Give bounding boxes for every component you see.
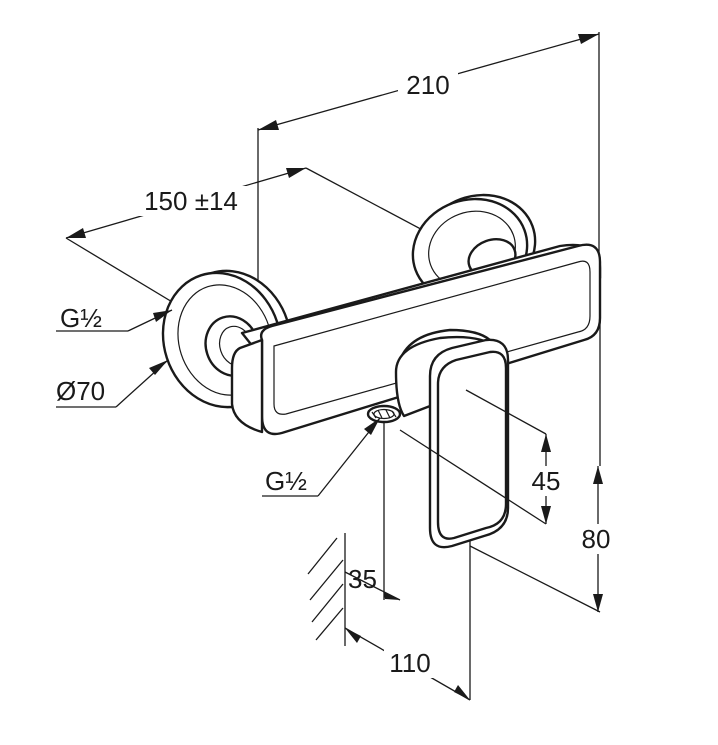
dimension-center-distance: 150 ±14	[65, 167, 495, 339]
dimension-label-150: 150 ±14	[144, 186, 238, 216]
dimension-lever-height: 45	[399, 389, 564, 525]
dimension-projection: 110	[344, 540, 471, 701]
outlet-thread-label: G½	[265, 466, 307, 496]
dimension-overall-width: 210	[257, 32, 600, 372]
dimension-rosette-diameter: Ø70	[56, 359, 169, 408]
dimension-label-35: 35	[348, 564, 377, 594]
outlet-thread	[366, 404, 402, 424]
dimension-label-110: 110	[389, 648, 430, 678]
dimension-label-210: 210	[406, 70, 449, 100]
dimension-wall-to-outlet: 35	[344, 422, 401, 601]
dimension-label-45: 45	[532, 466, 561, 496]
lever-handle	[428, 338, 510, 549]
dimension-inlet-thread: G½	[56, 303, 173, 333]
dimension-outlet-thread: G½	[262, 417, 381, 497]
wall-hatching	[307, 533, 346, 646]
inlet-thread-label: G½	[60, 303, 102, 333]
dimension-label-80: 80	[582, 524, 611, 554]
dimension-body-height: 80	[469, 320, 616, 613]
rosette-diameter-label: Ø70	[56, 376, 105, 406]
